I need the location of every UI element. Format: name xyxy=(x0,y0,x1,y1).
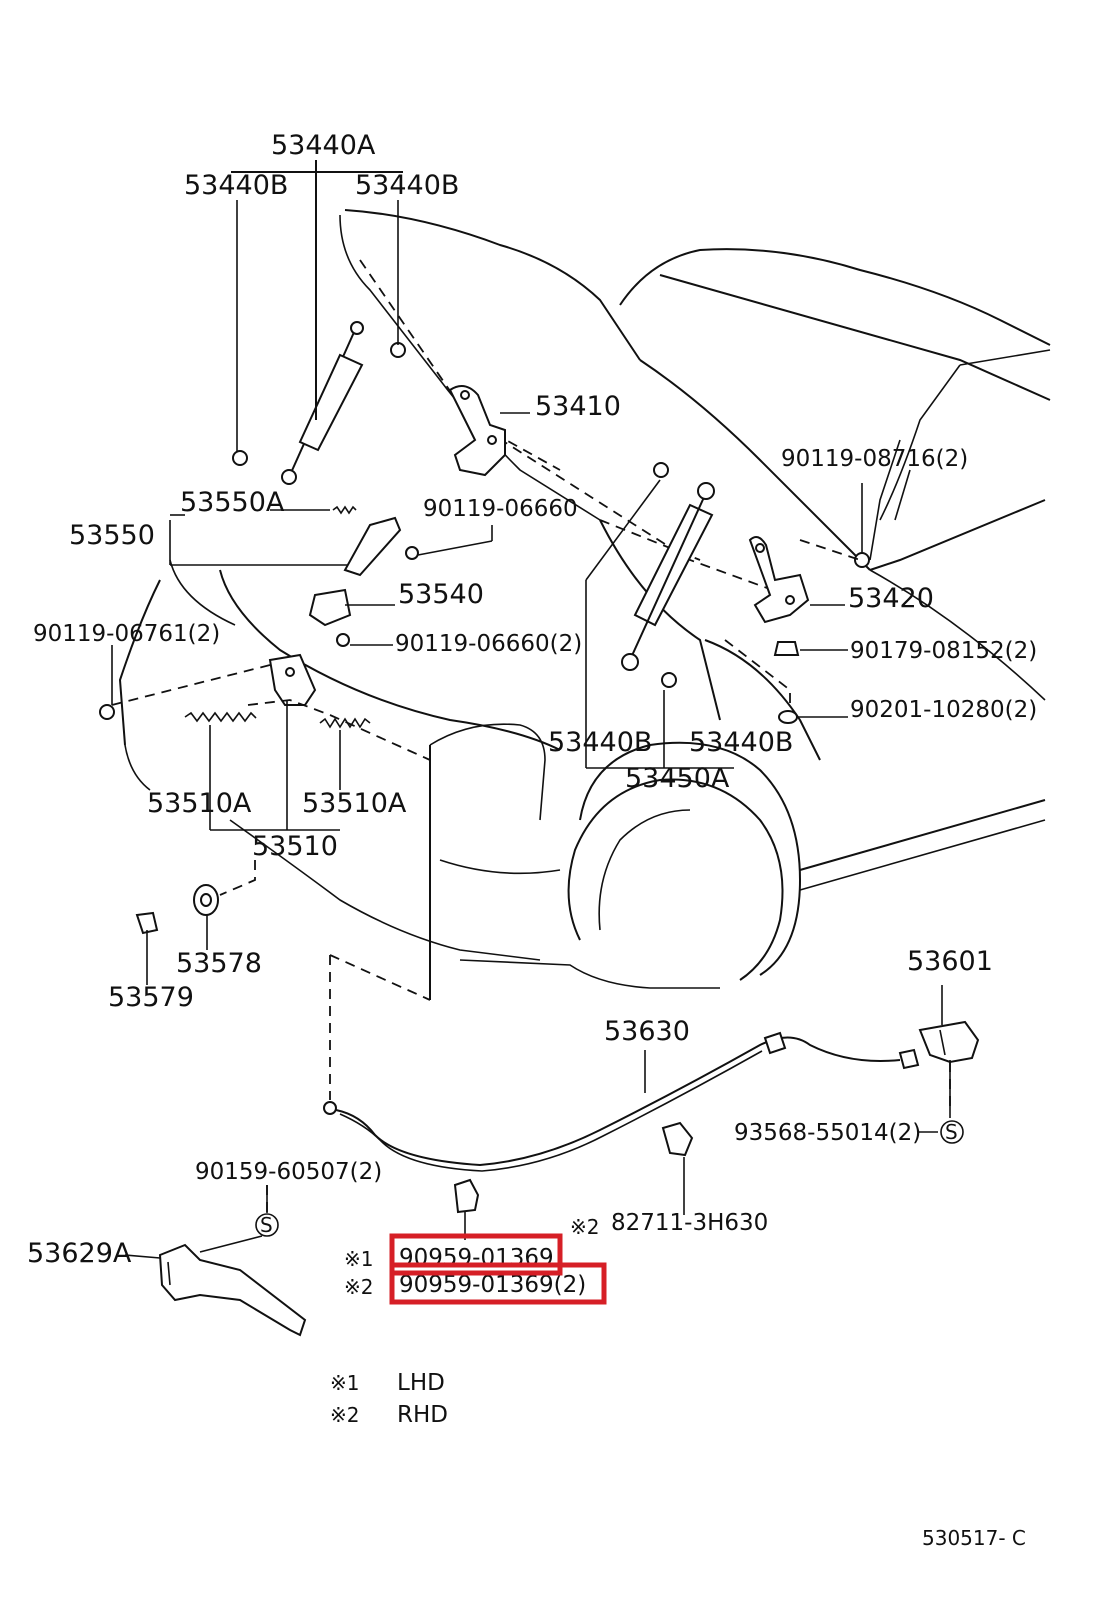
leader-lines xyxy=(111,160,951,1259)
label-90201-10280: 90201-10280(2) xyxy=(850,697,1037,723)
s-symbol-circle-right xyxy=(940,1120,964,1144)
label-53440A: 53440A xyxy=(271,130,376,161)
highlight-boxes xyxy=(389,1233,607,1305)
label-53630: 53630 xyxy=(604,1016,690,1047)
label-53510A-left: 53510A xyxy=(147,788,252,819)
label-90179-08152: 90179-08152(2) xyxy=(850,638,1037,664)
hinge-53420 xyxy=(748,535,810,624)
label-90119-06660: 90119-06660 xyxy=(423,496,578,522)
label-53410: 53410 xyxy=(535,391,621,422)
bolts xyxy=(99,342,870,724)
legend: ※1 LHD ※2 RHD xyxy=(330,1370,448,1428)
s-symbols: S S xyxy=(255,1120,964,1237)
label-53420: 53420 xyxy=(848,583,934,614)
label-53601: 53601 xyxy=(907,946,993,977)
label-90119-06660-2: 90119-06660(2) xyxy=(395,631,582,657)
clamp-82711 xyxy=(661,1121,694,1157)
label-53440B-lower-left: 53440B xyxy=(548,727,652,758)
label-90959-01369-2: 90959-01369(2) xyxy=(399,1272,586,1298)
label-53550A: 53550A xyxy=(180,487,285,518)
note-mark-1: ※1 xyxy=(344,1247,373,1271)
hood-support-rod-right xyxy=(621,482,715,671)
hood-lock-lever xyxy=(308,516,402,627)
clip-90959 xyxy=(453,1178,480,1214)
label-53540: 53540 xyxy=(398,579,484,610)
s-symbol-left: S xyxy=(260,1213,273,1237)
label-53440B-left: 53440B xyxy=(184,170,288,201)
label-90119-08716: 90119-08716(2) xyxy=(781,446,968,472)
legend-note1-text: LHD xyxy=(397,1370,445,1396)
spring-53510A-right xyxy=(319,717,371,729)
note-mark-82711: ※2 xyxy=(570,1215,599,1239)
hood-support-rod-left xyxy=(281,321,364,485)
bumper-stoppers xyxy=(135,884,219,935)
release-cable-53630 xyxy=(323,1031,920,1172)
legend-note1-mark: ※1 xyxy=(330,1371,359,1395)
hinge-53410 xyxy=(448,385,506,477)
dashed-connectors xyxy=(111,539,951,1213)
spring-53510A-left xyxy=(184,711,257,723)
label-90159-60507: 90159-60507(2) xyxy=(195,1159,382,1185)
label-53578: 53578 xyxy=(176,948,262,979)
part-labels: 53440A 53440B 53440B 53410 90119-08716(2… xyxy=(27,130,1037,1299)
label-53450A: 53450A xyxy=(625,763,730,794)
lock-assembly-53510 xyxy=(268,653,317,706)
note-mark-2: ※2 xyxy=(344,1275,373,1299)
bracket-53629A xyxy=(158,1243,307,1337)
label-53629A: 53629A xyxy=(27,1238,132,1269)
label-53510A-right: 53510A xyxy=(302,788,407,819)
spring-53550A xyxy=(332,505,357,515)
s-symbol-right: S xyxy=(945,1120,958,1144)
legend-note2-mark: ※2 xyxy=(330,1403,359,1427)
s-symbol-circle-left xyxy=(255,1213,279,1237)
drawing-code: 530517- C xyxy=(922,1526,1026,1550)
release-lever-53601 xyxy=(918,1020,980,1064)
label-53440B-lower-right: 53440B xyxy=(689,727,793,758)
highlight-box-90959-01369 xyxy=(389,1233,563,1276)
label-53579: 53579 xyxy=(108,982,194,1013)
label-53510: 53510 xyxy=(252,831,338,862)
label-90119-06761: 90119-06761(2) xyxy=(33,621,220,647)
legend-note2-text: RHD xyxy=(397,1402,448,1428)
label-82711-3H630: 82711-3H630 xyxy=(611,1210,768,1236)
label-53440B-right: 53440B xyxy=(355,170,459,201)
label-53550: 53550 xyxy=(69,520,155,551)
label-93568-55014: 93568-55014(2) xyxy=(734,1120,921,1146)
highlight-box-90959-01369-2 xyxy=(389,1262,607,1305)
